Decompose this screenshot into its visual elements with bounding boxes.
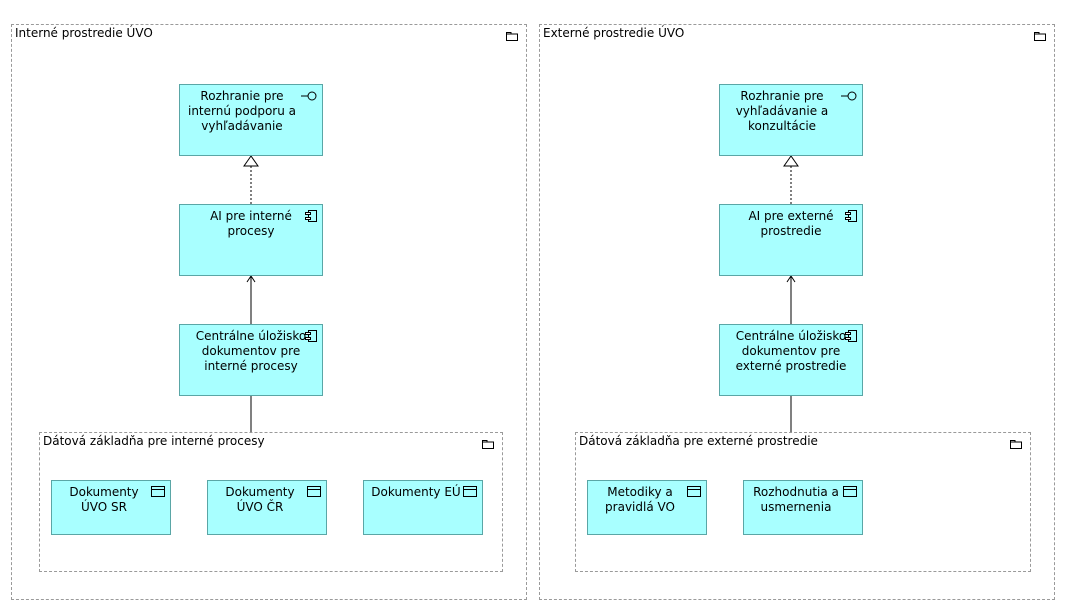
node-label: Centrálne úložisko dokumentov pre extern… — [735, 329, 847, 373]
node-label: Dokumenty ÚVO ČR — [225, 485, 295, 514]
node-label: Rozhranie pre internú podporu a vyhľadáv… — [187, 89, 297, 133]
data-object-icon — [843, 486, 857, 497]
data-object-icon — [463, 486, 477, 497]
group-external-database[interactable]: Dátová základňa pre externé prostredie — [575, 432, 1031, 572]
node-external-storage[interactable]: Centrálne úložisko dokumentov pre extern… — [719, 324, 863, 396]
group-internal-environment[interactable]: Interné prostredie ÚVO — [11, 24, 527, 600]
node-internal-storage[interactable]: Centrálne úložisko dokumentov pre intern… — [179, 324, 323, 396]
node-docs-methods[interactable]: Metodiky a pravidlá VO — [587, 480, 707, 535]
node-label: AI pre externé prostredie — [748, 209, 834, 238]
data-object-icon — [687, 486, 701, 497]
node-external-ai[interactable]: AI pre externé prostredie — [719, 204, 863, 276]
interface-icon — [841, 91, 857, 101]
node-label: Dokumenty EÚ — [371, 485, 461, 499]
node-docs-eu[interactable]: Dokumenty EÚ — [363, 480, 483, 535]
node-docs-uvo-sr[interactable]: Dokumenty ÚVO SR — [51, 480, 171, 535]
data-object-icon — [151, 486, 165, 497]
realization-arrowhead — [243, 155, 259, 167]
folder-icon — [1010, 440, 1022, 449]
folder-icon — [482, 440, 494, 449]
node-label: Rozhodnutia a usmernenia — [753, 485, 839, 514]
group-label: Dátová základňa pre interné procesy — [43, 434, 265, 448]
node-label: AI pre interné procesy — [210, 209, 292, 238]
data-object-icon — [307, 486, 321, 497]
node-external-interface[interactable]: Rozhranie pre vyhľadávanie a konzultácie — [719, 84, 863, 156]
flow-arrowhead — [786, 275, 796, 283]
node-internal-ai[interactable]: AI pre interné procesy — [179, 204, 323, 276]
node-docs-decisions[interactable]: Rozhodnutia a usmernenia — [743, 480, 863, 535]
component-icon — [845, 330, 857, 342]
realization-arrowhead — [783, 155, 799, 167]
component-icon — [845, 210, 857, 222]
node-internal-interface[interactable]: Rozhranie pre internú podporu a vyhľadáv… — [179, 84, 323, 156]
node-label: Metodiky a pravidlá VO — [605, 485, 675, 514]
group-label: Externé prostredie ÚVO — [543, 26, 685, 40]
component-icon — [305, 210, 317, 222]
group-label: Dátová základňa pre externé prostredie — [579, 434, 818, 448]
folder-icon — [506, 32, 518, 41]
group-label: Interné prostredie ÚVO — [15, 26, 153, 40]
group-internal-database[interactable]: Dátová základňa pre interné procesy — [39, 432, 503, 572]
node-label: Centrálne úložisko dokumentov pre intern… — [195, 329, 307, 373]
node-docs-uvo-cr[interactable]: Dokumenty ÚVO ČR — [207, 480, 327, 535]
node-label: Dokumenty ÚVO SR — [69, 485, 139, 514]
group-external-environment[interactable]: Externé prostredie ÚVO — [539, 24, 1055, 600]
folder-icon — [1034, 32, 1046, 41]
interface-icon — [301, 91, 317, 101]
component-icon — [305, 330, 317, 342]
flow-arrowhead — [246, 275, 256, 283]
node-label: Rozhranie pre vyhľadávanie a konzultácie — [735, 89, 829, 133]
